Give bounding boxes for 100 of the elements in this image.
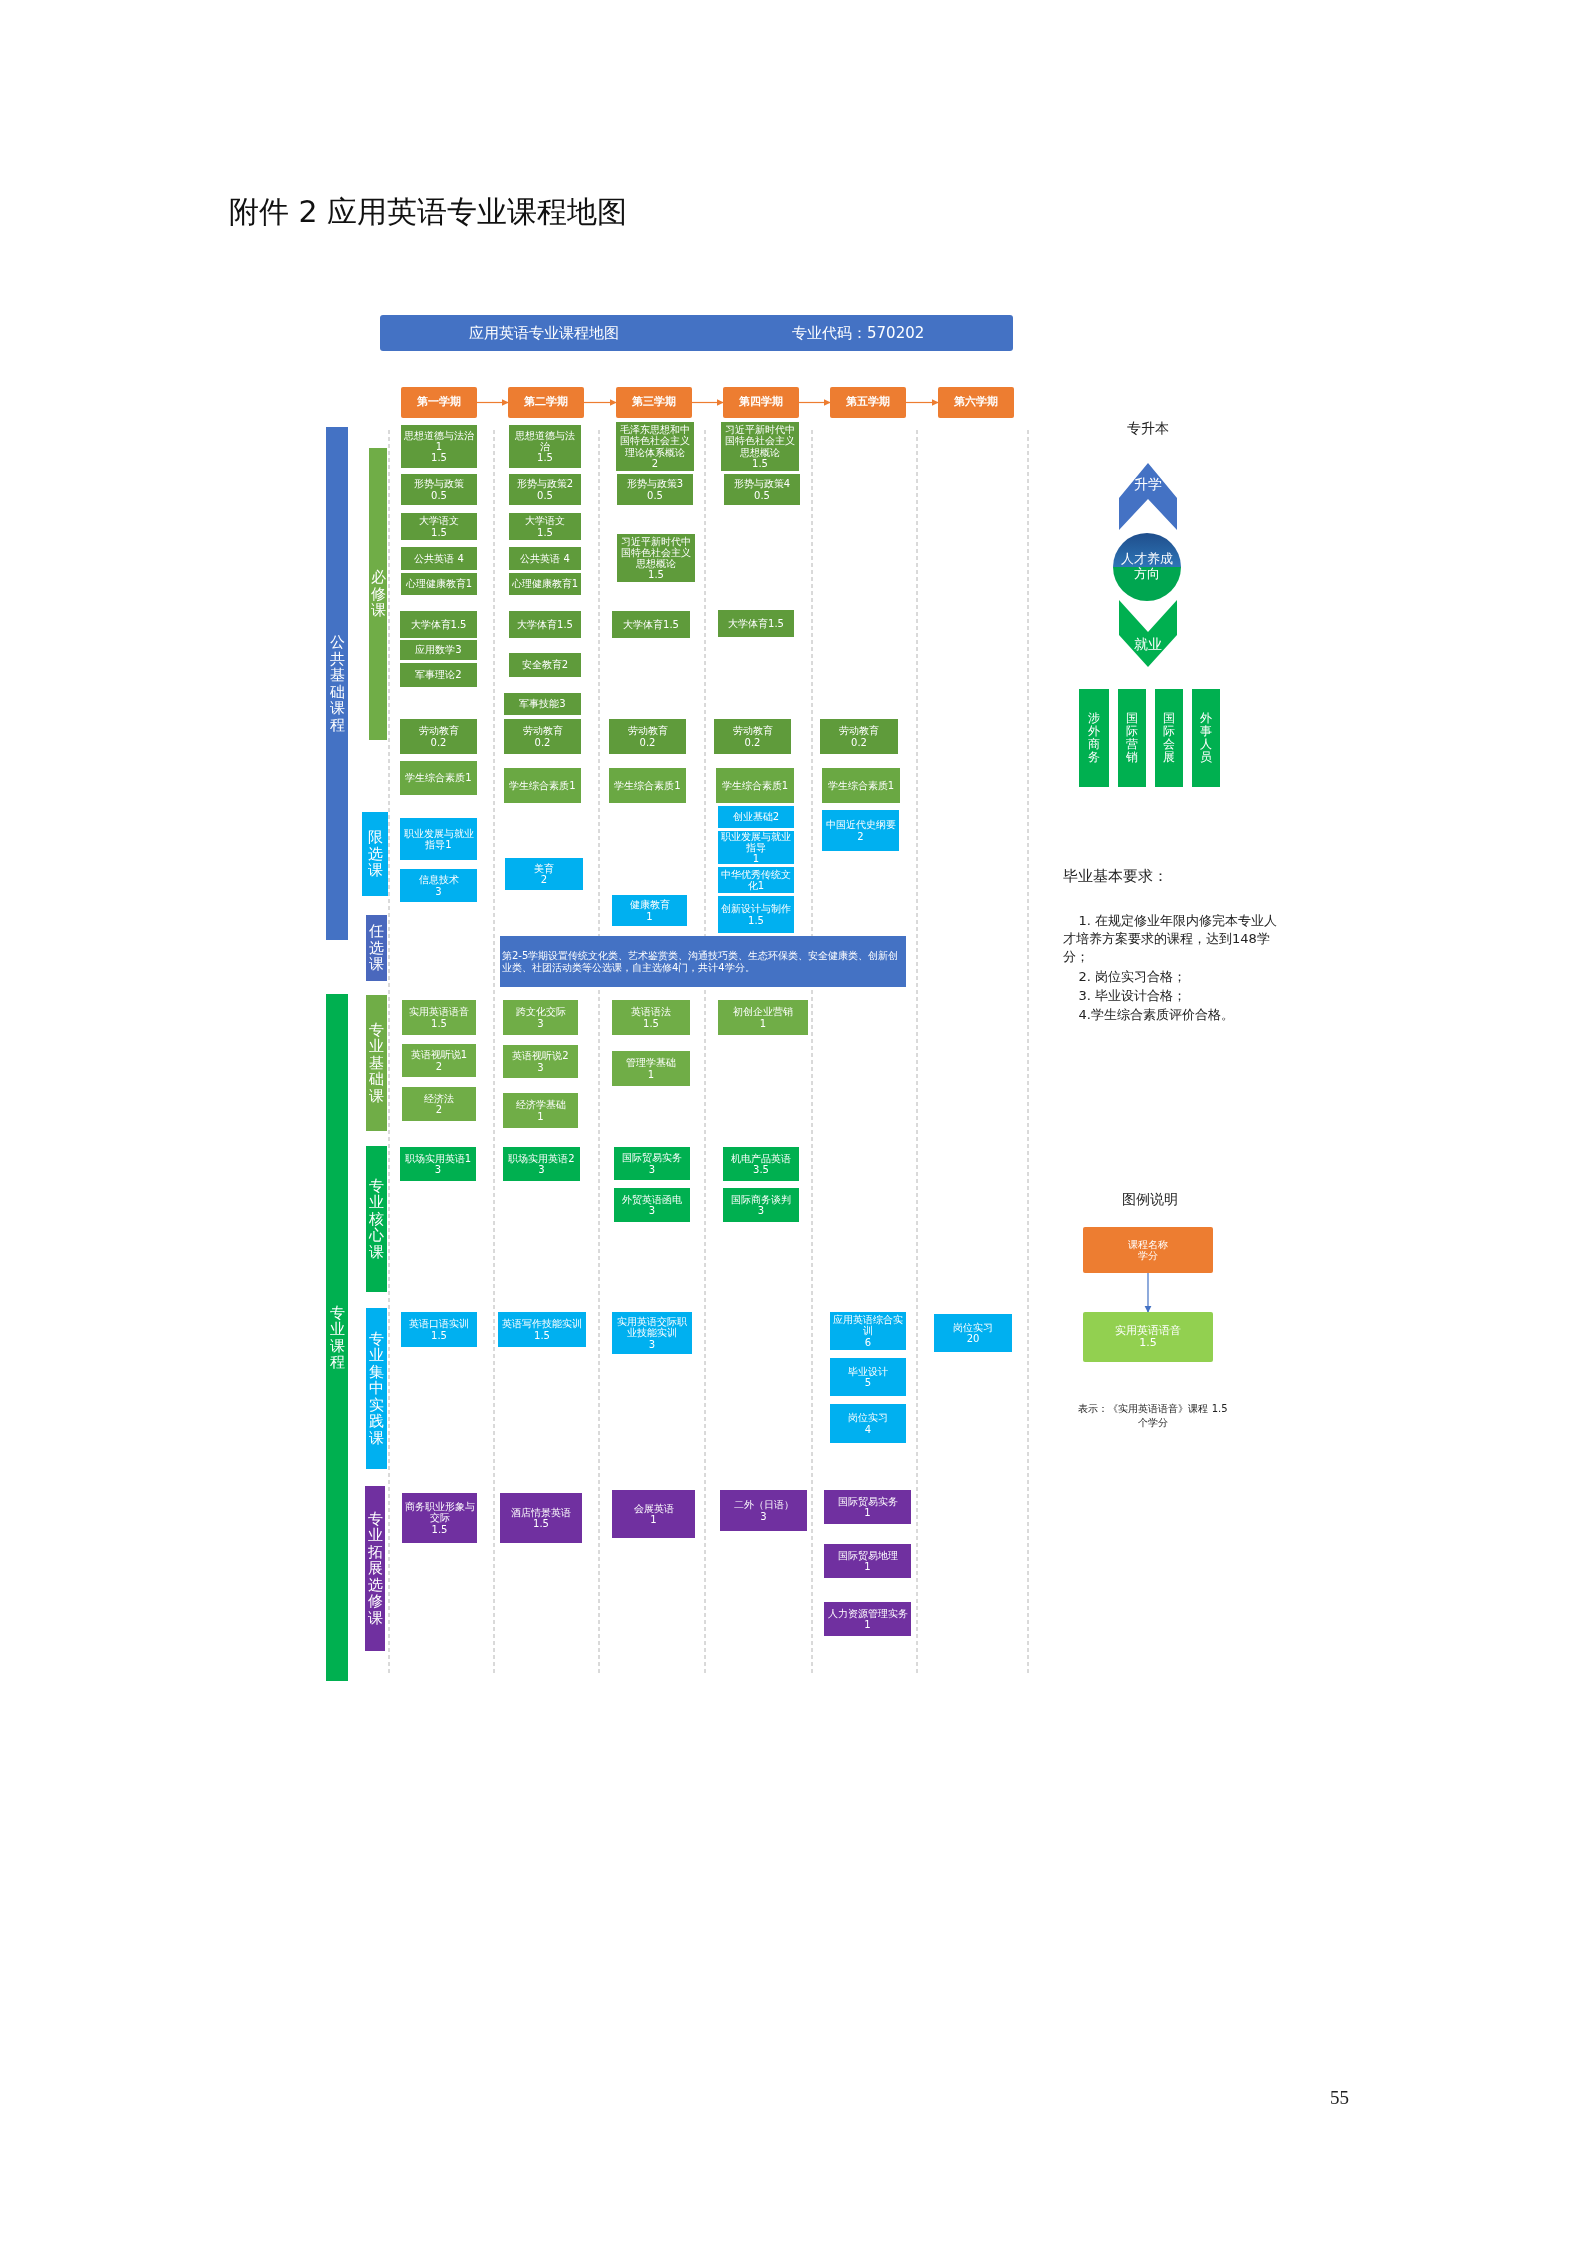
course-box <box>503 1147 580 1181</box>
arrow <box>798 398 831 407</box>
course-box <box>718 896 794 933</box>
course-box <box>504 719 581 754</box>
course-box <box>503 1000 578 1035</box>
credit-value: 1.5 <box>533 1518 549 1530</box>
credit-value: 1.5 <box>537 526 553 538</box>
course-name: 形势与政策 <box>414 478 464 490</box>
course-box <box>723 1147 799 1181</box>
course-name: 军事理论2 <box>415 669 462 681</box>
course-name: 二外（日语） <box>733 1499 794 1511</box>
course-name: 国际贸易实务 <box>622 1152 682 1164</box>
course-box <box>503 1093 578 1128</box>
course-box <box>400 761 477 795</box>
course-name: 心理健康教育1 <box>405 578 473 590</box>
career-label: 国际营销 <box>1126 711 1138 765</box>
beside-label: 专升本 <box>1126 421 1170 437</box>
course-box <box>505 858 583 890</box>
course-name: 军事技能3 <box>519 698 566 710</box>
course-name: 思想道德与法治1 <box>403 429 475 453</box>
course-name: 毛泽东思想和中国特色社会主义理论体系概论 <box>619 424 691 458</box>
credit-value: 0.2 <box>744 736 761 748</box>
legend-box <box>1083 1227 1213 1273</box>
course-box <box>400 663 477 687</box>
credit-value: 1.5 <box>643 1017 659 1029</box>
course-name: 应用数学3 <box>415 644 462 656</box>
credit-value: 3 <box>434 1164 442 1176</box>
credit-value: 1.5 <box>537 452 553 464</box>
course-name: 岗位实习 <box>953 1321 993 1333</box>
category-label: 专业基础课 <box>369 1021 384 1105</box>
credit-value: 0.2 <box>534 736 551 748</box>
note-text: 第2-5学期设置传统文化类、艺术鉴赏类、沟通技巧类、生态环保类、安全健康类、创新创业类、社团活动类等公选课，自主选修4门，共计4学分。 <box>502 950 900 973</box>
career-bar <box>1192 689 1220 787</box>
legend-box <box>1083 1312 1213 1362</box>
course-name: 劳动教育 <box>418 725 459 737</box>
course-name: 跨文化交际 <box>515 1006 566 1018</box>
course-box <box>830 1358 906 1396</box>
credit-value: 3 <box>537 1017 544 1029</box>
course-box <box>402 1493 477 1543</box>
course-name: 创新设计与制作 <box>721 903 791 915</box>
arrow <box>691 398 724 407</box>
arrow <box>583 398 617 407</box>
course-name: 人力资源管理实务 <box>827 1607 908 1619</box>
course-box <box>401 573 477 595</box>
credit-value: 2 <box>651 457 659 469</box>
course-box <box>400 818 477 860</box>
semester-box <box>938 387 1014 418</box>
note-text: 3. 毕业设计合格； <box>1077 987 1188 1005</box>
credit-value: 1.5 <box>534 1329 550 1341</box>
course-name: 会展英语 <box>633 1502 674 1514</box>
career-bar <box>1079 689 1109 787</box>
credit-value: 0.2 <box>639 736 656 748</box>
credit-value: 1.5 <box>648 569 664 581</box>
arrow-label: 升学 <box>1134 477 1162 493</box>
course-name: 健康教育 <box>629 899 670 911</box>
course-box <box>401 474 477 505</box>
course-box <box>718 806 794 828</box>
course-name: 经济法 <box>424 1092 454 1104</box>
legend-name: 课程名称 <box>1128 1238 1168 1250</box>
arrow <box>476 398 509 407</box>
note-text: 毕业基本要求： <box>1063 866 1169 887</box>
credit-value: 3 <box>760 1510 767 1522</box>
course-box <box>822 768 900 803</box>
course-name: 外贸英语函电 <box>622 1193 682 1205</box>
credit-value: 1 <box>752 853 760 865</box>
course-name: 实用英语交际职业技能实训 <box>616 1316 688 1339</box>
course-name: 形势与政策4 <box>733 478 791 490</box>
course-box <box>401 513 477 540</box>
credit-value: 1.5 <box>431 1329 447 1341</box>
credit-value: 1 <box>537 1110 544 1122</box>
course-box <box>718 831 794 864</box>
category-label: 公共基础课程 <box>329 634 345 733</box>
course-name: 劳动教育 <box>522 725 563 737</box>
course-name: 英语语法 <box>631 1006 671 1018</box>
category-bar <box>366 915 387 981</box>
course-name: 劳动教育 <box>732 725 773 737</box>
course-box <box>509 474 581 505</box>
course-box <box>612 1490 695 1538</box>
course-box <box>714 719 791 754</box>
course-box <box>402 1000 476 1035</box>
course-box <box>612 1312 692 1354</box>
semester-label: 第三学期 <box>632 396 676 409</box>
credit-value: 3 <box>648 1338 656 1350</box>
course-name: 习近平新时代中国特色社会主义思想概论 <box>620 535 692 570</box>
course-box <box>509 513 581 540</box>
course-box <box>830 1312 906 1350</box>
category-label: 专业拓展选修课 <box>367 1510 383 1627</box>
course-box <box>400 1147 476 1181</box>
course-box <box>716 768 794 803</box>
course-name: 公共英语 4 <box>414 552 464 565</box>
credit-value: 1.5 <box>431 1017 447 1029</box>
career-label: 涉外商务 <box>1088 711 1100 765</box>
course-box <box>724 474 800 505</box>
course-name: 学生综合素质1 <box>614 779 681 792</box>
course-name: 毕业设计 <box>848 1365 888 1377</box>
course-box <box>400 869 477 902</box>
credit-value: 0.5 <box>754 489 770 501</box>
credit-value: 3 <box>757 1205 765 1217</box>
course-name: 英语视听说1 <box>410 1049 468 1061</box>
course-name: 安全教育2 <box>521 659 569 671</box>
